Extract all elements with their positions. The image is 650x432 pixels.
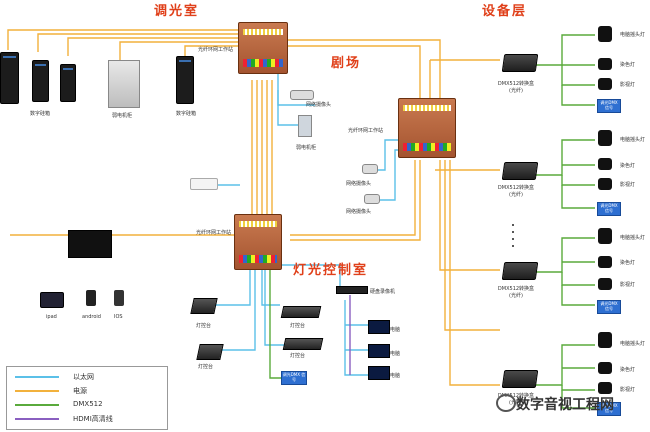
wifi-router-icon [190,178,218,190]
cam-mid-1-label: 网络摄像头 [346,181,372,187]
lighting-console [280,306,322,318]
dmx-3-label: DMX512转换盒 (光纤) [497,286,535,299]
dye-light-icon [598,256,612,268]
fixture-3-image: 影视灯 [620,282,636,288]
fiber-ring-workstation-control [234,214,282,270]
hdd-recorder [336,286,368,294]
fixture-4-image: 影视灯 [620,387,636,393]
legend-line-dmx [15,404,59,406]
ipad-label: ipad [46,314,57,320]
moving-head-light-icon [598,130,612,146]
dmx512-converter [501,370,539,388]
console-4-label: 灯控台 [290,353,306,359]
network-camera [364,194,380,204]
tv-monitor-icon [68,230,112,258]
ws-theater-label: 光纤环网工作站 [348,128,384,134]
network-camera [290,90,314,100]
fixture-4-box: 调光DMX 信号 [597,402,621,416]
moving-head-light-icon [598,332,612,348]
legend-line-hdmi [15,418,59,420]
fixture-1-image: 影视灯 [620,82,636,88]
cam-theater-top-label: 网络摄像头 [306,102,332,108]
legend-label-dmx: DMX512 [73,400,103,408]
android-phone-icon [86,290,96,306]
image-light-icon [598,178,612,190]
ios-label: IOS [114,314,123,320]
dmx-signal-box: 调光DMX 信号 [281,371,307,385]
weak-panel-label: 弱电机柜 [296,145,317,151]
dye-light-icon [598,58,612,70]
cam-mid-2-label: 网络摄像头 [346,209,372,215]
pc-monitor-icon [368,366,390,380]
section-dimmer-room: 调光室 [154,4,200,19]
network-camera [362,164,378,174]
section-control-room: 灯光控制室 [293,263,369,278]
pc-monitor-icon [368,344,390,358]
dimmer-cabinet [108,60,140,108]
pc-1-label: 电脑 [390,327,401,333]
ipad-icon [40,292,64,308]
ws-top-label: 光纤环网工作站 [198,47,234,53]
fixture-2-image: 影视灯 [620,182,636,188]
legend-line-power [15,390,59,392]
lighting-console [196,344,224,360]
digital-rack-label-b: 数字硅箱 [176,111,197,117]
digital-rack [0,52,19,104]
android-label: android [82,314,101,320]
weak-panel [298,115,312,137]
wechat-icon [496,394,516,412]
fixture-2-box: 调光DMX 信号 [597,202,621,216]
dmx512-converter [501,162,539,180]
lighting-console [190,298,218,314]
fixture-4-dye: 染色灯 [620,367,636,373]
pc-2-label: 电脑 [390,351,401,357]
lighting-console [282,338,324,350]
legend: 以太网 电源 DMX512 HDMI高清线 [6,366,168,430]
section-equipment-layer: 设备层 [482,4,528,19]
fixture-4-moving: 电脑摇头灯 [620,341,646,347]
fixture-2-moving: 电脑摇头灯 [620,137,646,143]
fixture-3-box: 调光DMX 信号 [597,300,621,314]
section-theater: 剧场 [331,56,362,71]
ios-phone-icon [114,290,124,306]
image-light-icon [598,78,612,90]
digital-rack-label: 数字硅箱 [30,111,51,117]
legend-label-power: 电源 [73,387,87,395]
recorder-label: 硬盘录像机 [370,289,396,295]
watermark: 数字音视工程网 [516,397,614,413]
pc-monitor-icon [368,320,390,334]
moving-head-light-icon [598,26,612,42]
dmx512-converter [501,54,539,72]
digital-rack [176,56,194,104]
dmx-2-label: DMX512转换盒 (光纤) [497,185,535,198]
digital-rack [60,64,76,102]
dmx-1-label: DMX512转换盒 (光纤) [497,81,535,94]
fiber-ring-workstation-theater [398,98,456,158]
dmx-4-label: DMX512转换盒 (光纤) [497,393,535,406]
pc-3-label: 电脑 [390,373,401,379]
fiber-ring-workstation [238,22,288,74]
fixture-1-box: 调光DMX 信号 [597,99,621,113]
fixture-1-dye: 染色灯 [620,62,636,68]
moving-head-light-icon [598,228,612,244]
console-2-label: 灯控台 [198,364,214,370]
image-light-icon [598,382,612,394]
fixture-3-dye: 染色灯 [620,260,636,266]
digital-rack [32,60,49,102]
console-1-label: 灯控台 [196,323,212,329]
dye-light-icon [598,158,612,170]
console-3-label: 灯控台 [290,323,306,329]
legend-label-ethernet: 以太网 [73,373,94,381]
image-light-icon [598,278,612,290]
fixture-3-moving: 电脑摇头灯 [620,235,646,241]
fixture-2-dye: 染色灯 [620,163,636,169]
ws-control-label: 光纤环网工作站 [196,230,232,236]
dye-light-icon [598,362,612,374]
fixture-1-moving: 电脑摇头灯 [620,32,646,38]
dimmer-cabinet-label: 弱电机柜 [112,113,133,119]
legend-label-hdmi: HDMI高清线 [73,415,113,423]
legend-line-ethernet [15,376,59,378]
dmx512-converter [501,262,539,280]
